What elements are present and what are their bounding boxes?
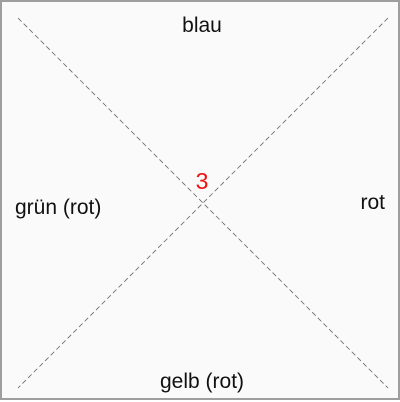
label-right: rot bbox=[360, 191, 385, 214]
label-bottom: gelb (rot) bbox=[159, 370, 245, 393]
label-top: blau bbox=[182, 14, 222, 37]
diagonal-line-top-left-to-bottom-right bbox=[17, 17, 389, 389]
center-number: 3 bbox=[195, 168, 209, 194]
label-left: grün (rot) bbox=[15, 196, 102, 219]
diagonal-line-top-right-to-bottom-left bbox=[17, 17, 389, 389]
